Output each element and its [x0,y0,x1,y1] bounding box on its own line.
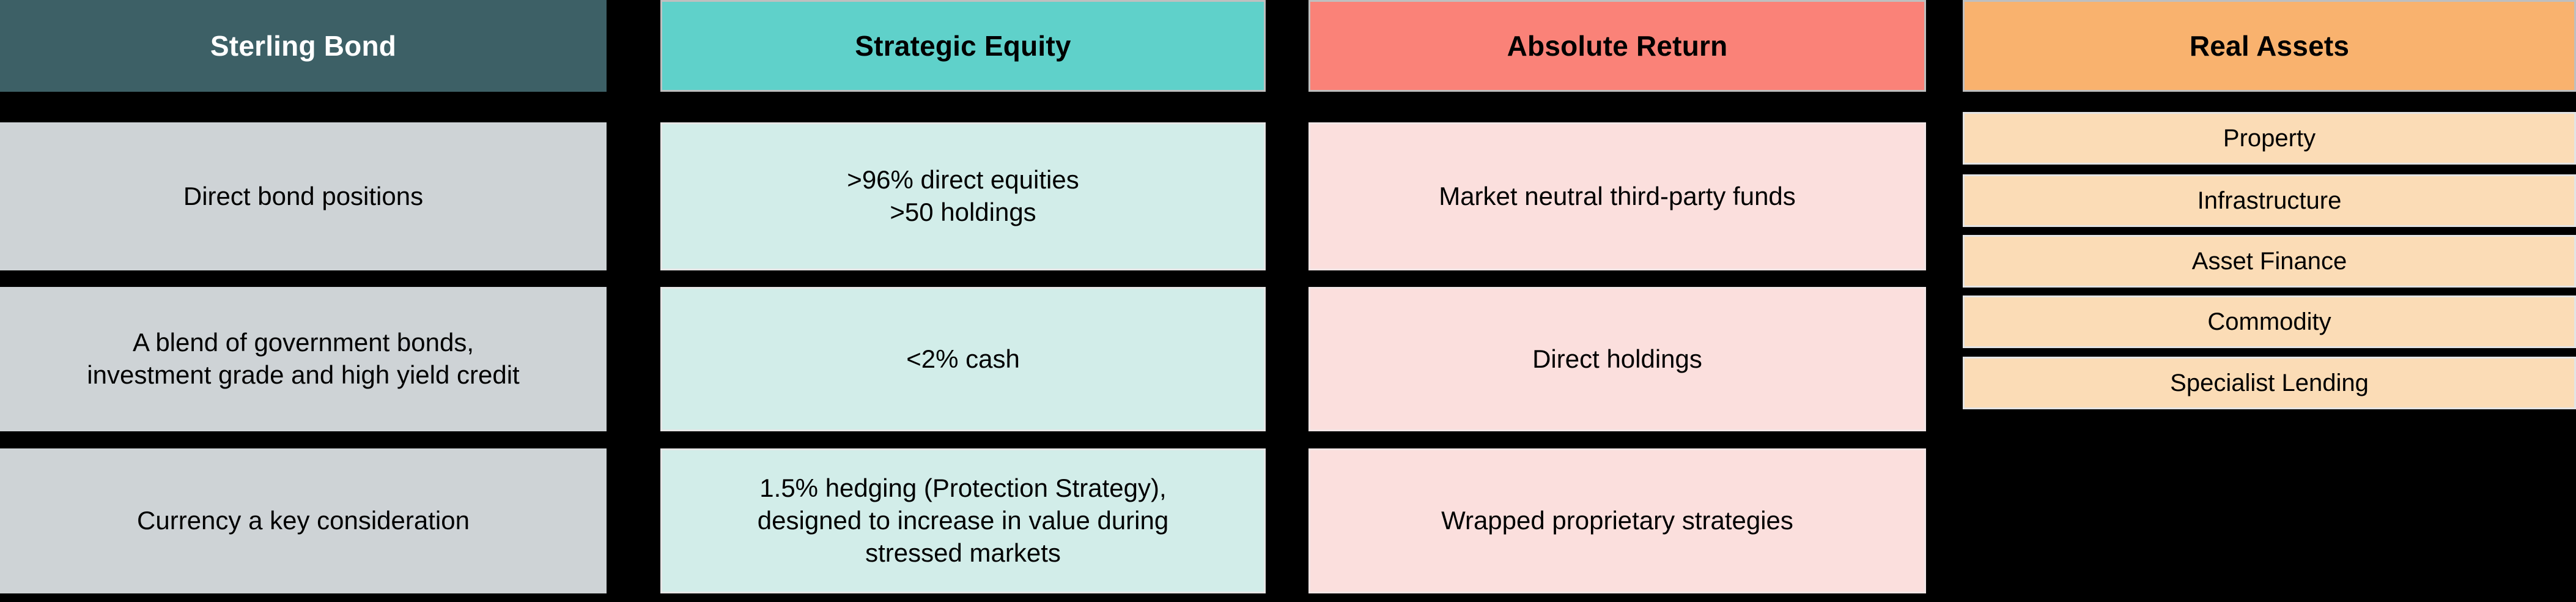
cell-real-assets-5: Specialist Lending [1963,357,2576,409]
cell-real-assets-1: Property [1963,112,2576,165]
cell-absolute-return-2: Direct holdings [1308,287,1926,431]
cell-strategic-equity-3: 1.5% hedging (Protection Strategy), desi… [660,448,1266,593]
cell-absolute-return-3: Wrapped proprietary strategies [1308,448,1926,593]
column-sterling-bond: Sterling Bond Direct bond positions A bl… [0,0,607,602]
column-header-absolute-return: Absolute Return [1308,0,1926,92]
cell-strategic-equity-2: <2% cash [660,287,1266,431]
cell-sterling-bond-1: Direct bond positions [0,122,607,270]
cell-real-assets-2: Infrastructure [1963,174,2576,227]
cell-sterling-bond-2: A blend of government bonds, investment … [0,287,607,431]
column-absolute-return: Absolute Return Market neutral third-par… [1308,0,1926,602]
column-real-assets: Real Assets Property Infrastructure Asse… [1963,0,2576,602]
cell-absolute-return-1: Market neutral third-party funds [1308,122,1926,270]
cell-real-assets-4: Commodity [1963,295,2576,348]
cell-sterling-bond-3: Currency a key consideration [0,448,607,593]
column-strategic-equity: Strategic Equity >96% direct equities >5… [660,0,1266,602]
column-header-strategic-equity: Strategic Equity [660,0,1266,92]
cell-strategic-equity-1: >96% direct equities >50 holdings [660,122,1266,270]
column-header-real-assets: Real Assets [1963,0,2576,92]
column-header-sterling-bond: Sterling Bond [0,0,607,92]
cell-real-assets-3: Asset Finance [1963,235,2576,288]
